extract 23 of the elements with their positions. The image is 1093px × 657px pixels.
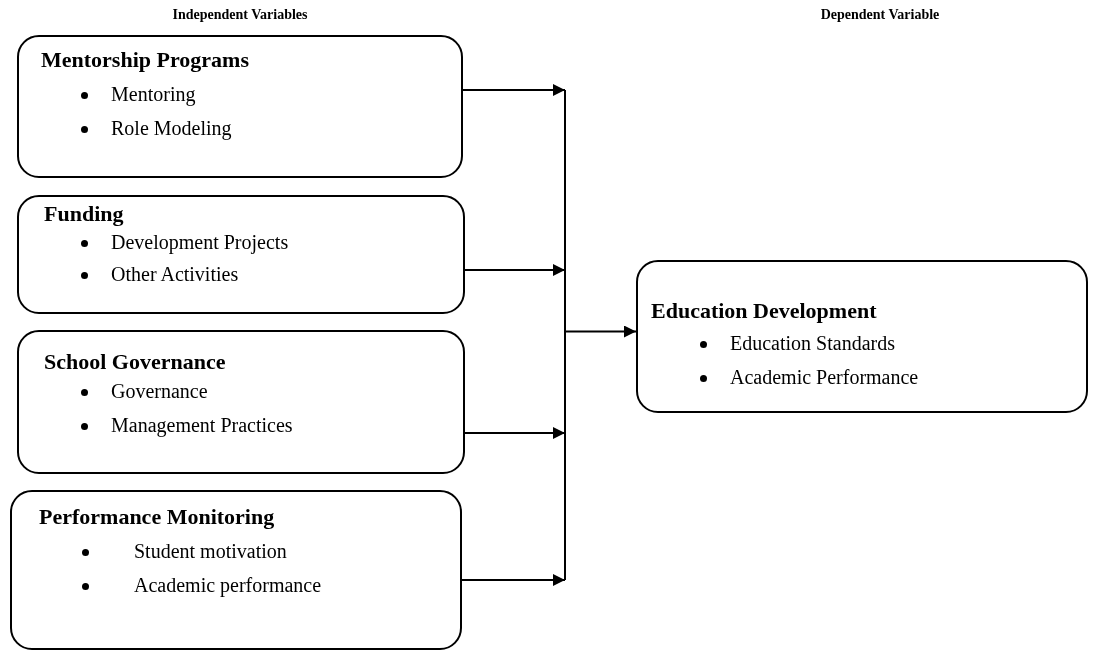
variable-box <box>17 195 465 314</box>
variable-box <box>10 490 462 650</box>
bullet-text: Student motivation <box>134 540 287 563</box>
bullet-text: Academic Performance <box>730 366 919 389</box>
column-heading: Independent Variables <box>172 7 308 23</box>
bullet-text: Development Projects <box>111 231 289 254</box>
bullet-text: Governance <box>111 380 208 403</box>
bullet-text: Management Practices <box>111 414 293 437</box>
bullet-text: Mentoring <box>111 83 196 106</box>
bullet-text: Academic performance <box>134 574 322 597</box>
merge-arrow <box>564 89 637 581</box>
variable-box <box>17 35 463 178</box>
box-heading: Performance Monitoring <box>39 504 275 530</box>
bullet-text: Education Standards <box>730 332 895 355</box>
column-heading: Dependent Variable <box>820 7 940 23</box>
box-heading: Funding <box>44 201 124 227</box>
box-heading: Education Development <box>651 298 877 324</box>
box-heading: School Governance <box>44 349 226 375</box>
bullet-text: Other Activities <box>111 263 239 286</box>
variable-box <box>17 330 465 474</box>
variable-box <box>636 260 1088 413</box>
bullet-text: Role Modeling <box>111 117 232 140</box>
box-heading: Mentorship Programs <box>41 47 249 73</box>
